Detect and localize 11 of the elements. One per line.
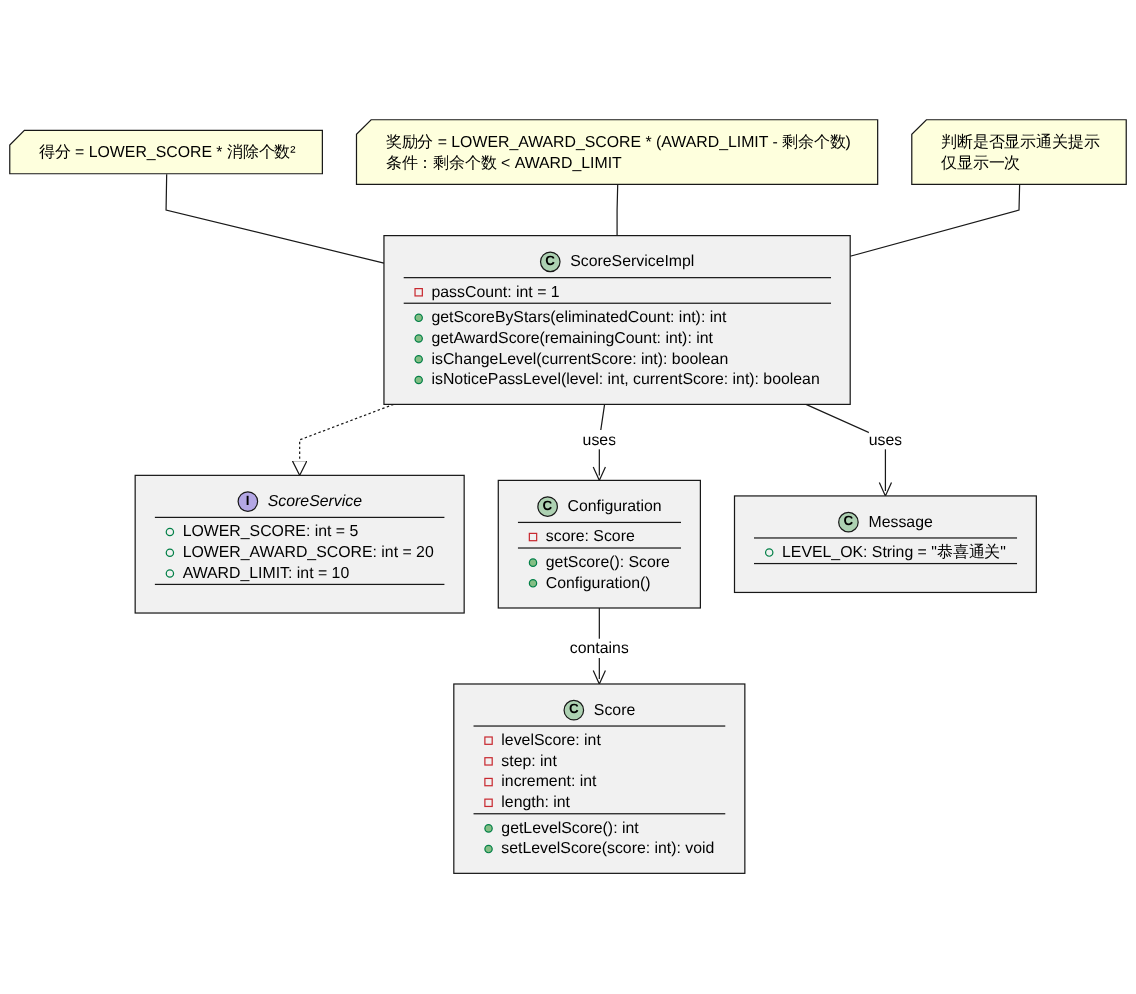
arrow — [592, 404, 607, 482]
arrow — [291, 404, 395, 477]
arrow — [805, 404, 893, 497]
connector — [616, 184, 619, 237]
connector — [849, 184, 1021, 258]
node-box — [383, 235, 851, 406]
node-box — [134, 475, 465, 615]
connector — [165, 174, 385, 265]
node-box — [497, 480, 701, 610]
node-box — [733, 495, 1037, 594]
node-box — [453, 683, 746, 875]
